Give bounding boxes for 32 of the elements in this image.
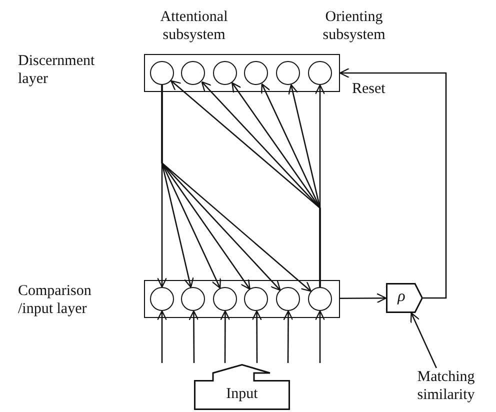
neuron-circle xyxy=(212,60,237,84)
neuron-circle xyxy=(181,60,206,84)
neuron-circle xyxy=(150,286,174,310)
arrow xyxy=(161,85,312,292)
input-box: Input xyxy=(194,364,290,410)
neuron-circle xyxy=(308,60,332,84)
subsystem-label: Orienting subsystem xyxy=(322,8,386,44)
annotation-text: Matching similarity xyxy=(400,368,492,410)
neuron-circle xyxy=(244,60,268,84)
arrow xyxy=(339,68,447,299)
neuron-circle xyxy=(181,286,206,310)
arrow xyxy=(340,293,387,304)
neuron-circle xyxy=(276,60,300,84)
arrow xyxy=(220,310,230,363)
comparator-box: ρ xyxy=(386,283,423,313)
arrow xyxy=(188,310,199,363)
arrow xyxy=(410,312,437,368)
neuron-circle xyxy=(150,60,174,84)
arrow xyxy=(156,310,168,363)
layer-label: Discernment layer xyxy=(18,52,96,88)
arrow xyxy=(314,310,326,363)
layer-label: Comparison /input layer xyxy=(18,282,92,318)
subsystem-label: Attentional subsystem xyxy=(159,8,229,44)
neuron-circle xyxy=(244,286,268,310)
neuron-circle xyxy=(308,286,332,310)
arrow xyxy=(314,84,326,287)
arrow xyxy=(252,310,262,363)
layer-box xyxy=(144,280,340,318)
arrow xyxy=(283,310,294,363)
neuron-circle xyxy=(212,286,237,310)
layer-box xyxy=(144,54,340,92)
neuron-circle xyxy=(276,286,300,310)
